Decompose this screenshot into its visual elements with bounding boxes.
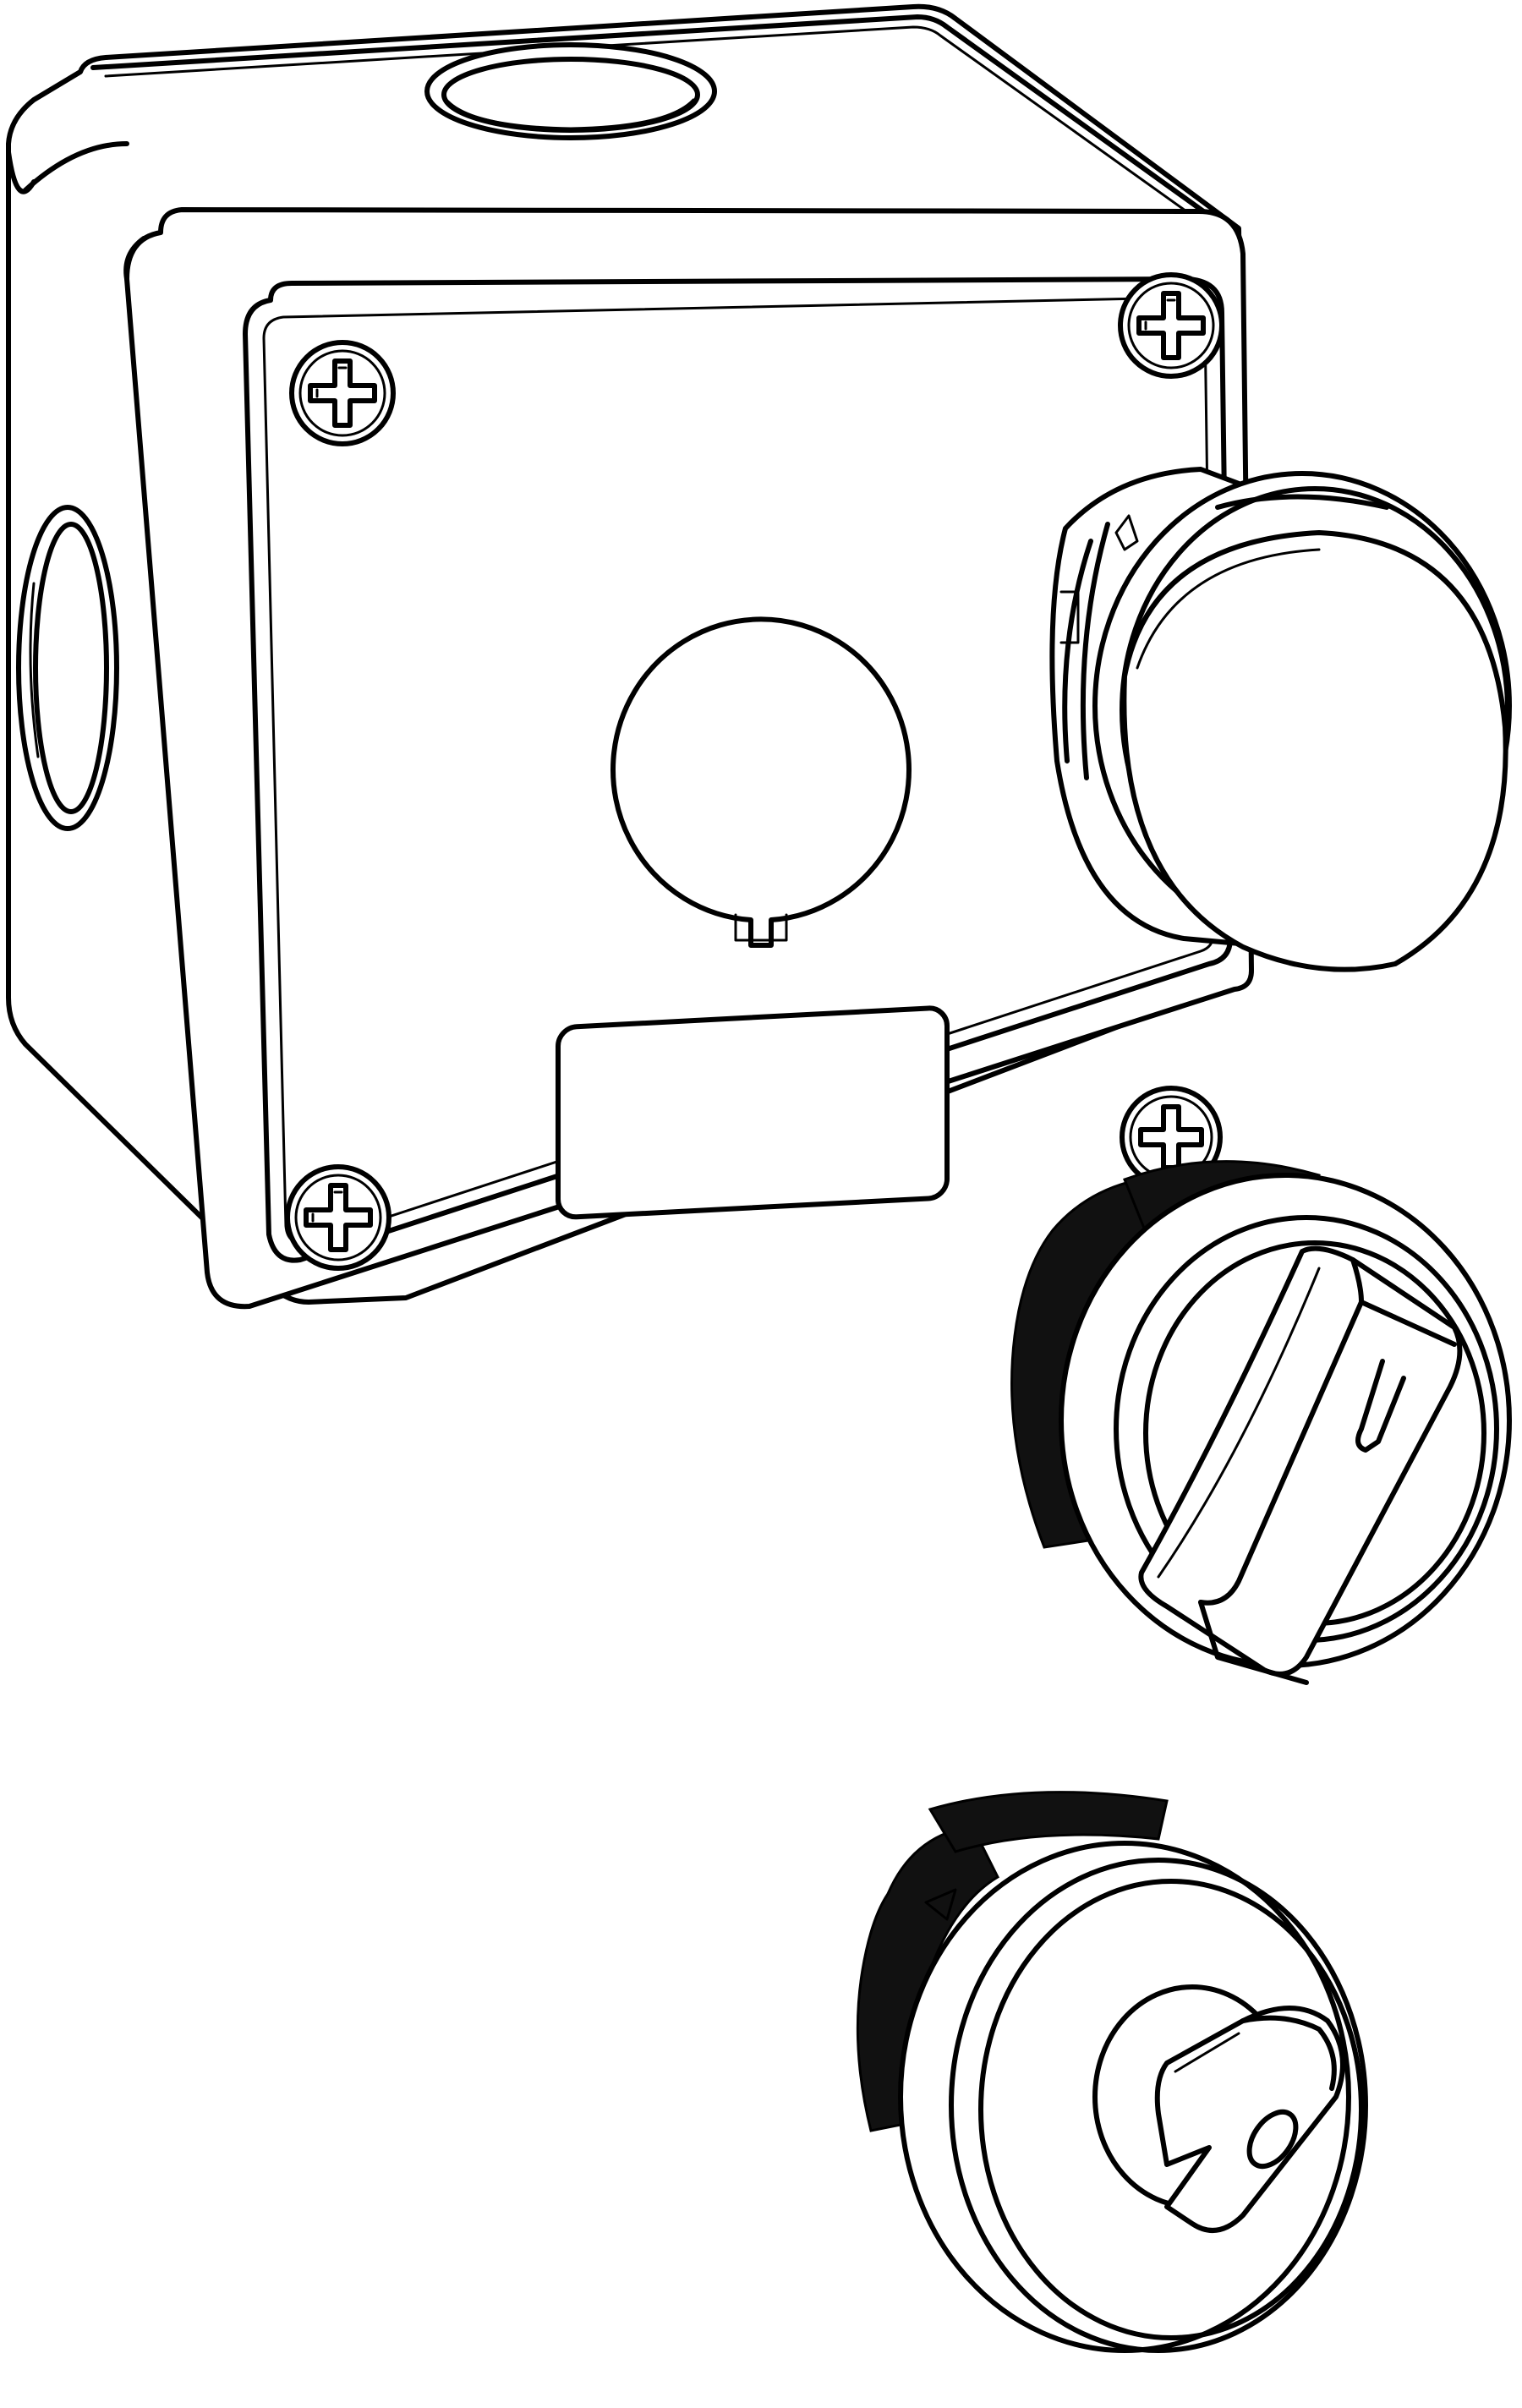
- screw-top-left-icon: [289, 340, 396, 446]
- mushroom-head: [1121, 530, 1508, 972]
- enclosure-box: [6, 3, 1254, 1310]
- key-switch: [856, 1791, 1368, 2353]
- mounting-hole: [610, 616, 912, 948]
- label-plate: [556, 1005, 950, 1220]
- mushroom-push-button: [1049, 467, 1512, 972]
- side-cable-entry: [16, 505, 119, 831]
- screw-bottom-left-icon: [285, 1164, 391, 1271]
- selector-switch: [1010, 1160, 1512, 1685]
- top-cable-entry: [424, 42, 717, 140]
- key-icon: [1154, 2006, 1345, 2233]
- screw-top-right-icon: [1118, 272, 1224, 379]
